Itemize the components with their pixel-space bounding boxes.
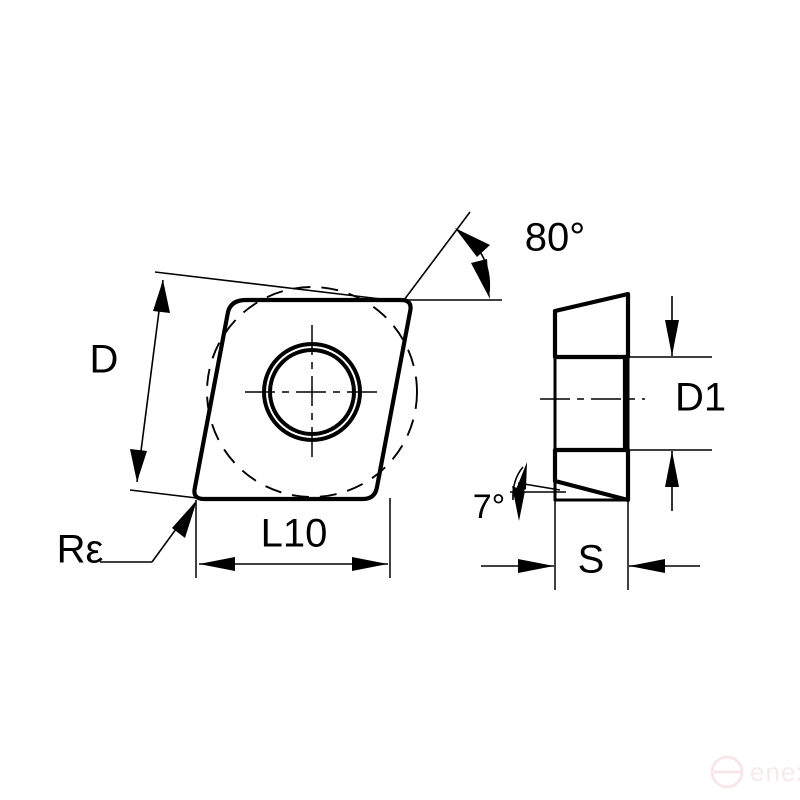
angle80-arrowhead-left xyxy=(455,228,490,257)
angle80-label: 80° xyxy=(525,216,586,260)
D-extension-line-top xyxy=(154,271,399,302)
dimension-L10: L10 xyxy=(195,498,391,578)
watermark: enex xyxy=(710,755,800,789)
angle7-label: 7° xyxy=(473,488,506,526)
Reps-label: Rε xyxy=(57,528,104,572)
side-body-profile xyxy=(553,355,630,502)
watermark-text: enex xyxy=(750,757,800,787)
D-label: D xyxy=(90,338,119,382)
chipbreaker-circle xyxy=(206,286,418,498)
dimension-corner-radius: Rε xyxy=(57,500,197,572)
L10-arrowhead-left xyxy=(199,557,235,571)
dimension-D1: D1 xyxy=(626,296,726,511)
top-view: D L10 Rε xyxy=(57,211,586,578)
side-top-chamfer-profile xyxy=(552,291,631,360)
angle80-leg-left xyxy=(403,211,471,301)
side-view: D1 S 7° xyxy=(473,291,726,590)
angle80-arrowhead-right xyxy=(471,259,490,299)
dimension-D: D xyxy=(90,271,399,500)
S-arrowhead-left xyxy=(518,559,554,573)
D-arrowhead-top xyxy=(153,280,170,313)
angle7-arrowhead-lower xyxy=(512,486,525,521)
S-label: S xyxy=(578,538,605,582)
L10-arrowhead-right xyxy=(352,557,388,571)
dimension-S: S xyxy=(481,482,700,590)
D-extension-line-bottom xyxy=(129,489,206,500)
L10-label: L10 xyxy=(261,512,328,556)
dimension-angle-80: 80° xyxy=(403,211,586,301)
angle7-arc xyxy=(512,466,524,501)
D1-label: D1 xyxy=(675,376,726,420)
dimension-angle-7: 7° xyxy=(473,462,566,526)
S-arrowhead-right xyxy=(629,559,665,573)
insert-outline xyxy=(192,297,413,502)
D-dimension-line xyxy=(136,279,164,483)
D-arrowhead-bottom xyxy=(130,449,147,482)
Reps-arrowhead xyxy=(172,500,197,538)
D1-arrowhead-top xyxy=(665,320,679,356)
D1-arrowhead-bottom xyxy=(665,451,679,487)
